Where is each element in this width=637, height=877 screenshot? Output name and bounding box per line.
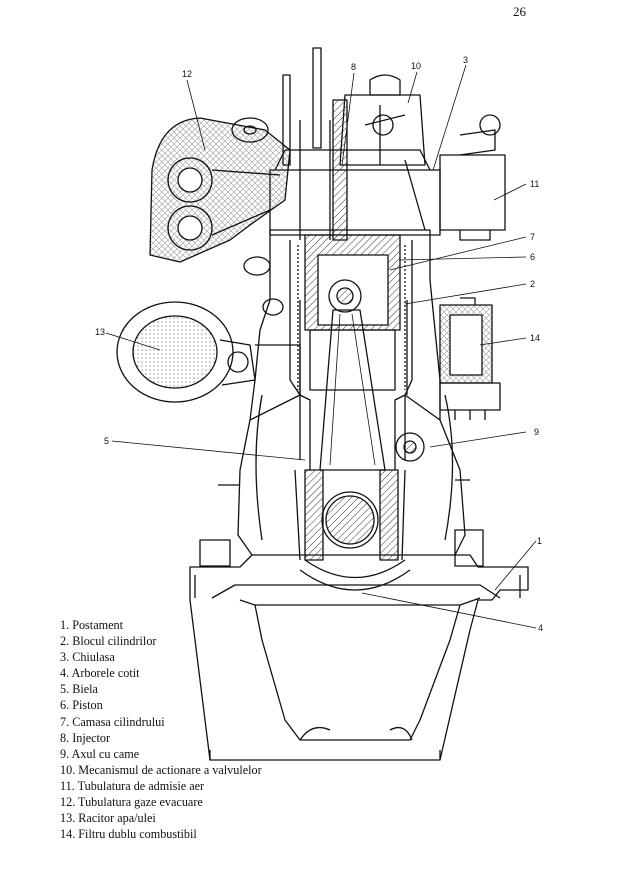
legend-item: 5. Biela [60, 682, 98, 697]
legend-item: 6. Piston [60, 698, 103, 713]
legend-item: 4. Arborele cotit [60, 666, 140, 681]
side-fittings [218, 256, 470, 486]
legend-item: 7. Camasa cilindrului [60, 714, 165, 729]
legend-item: 11. Tubulatura de admisie aer [60, 778, 205, 793]
callout-number: 12 [182, 69, 192, 79]
legend-item: 12. Tubulatura gaze evacuare [60, 795, 203, 810]
piston-liner-drawing [299, 234, 408, 395]
connecting-rod-drawing [319, 279, 386, 471]
legend-item: 2. Blocul cilindrilor [60, 634, 157, 649]
callout-number: 14 [530, 333, 540, 343]
page-number: 26 [513, 4, 526, 19]
legend-item: 9. Axul cu came [60, 746, 140, 761]
callout-number: 10 [411, 61, 421, 71]
callout-number: 13 [95, 327, 105, 337]
leader-lines [105, 64, 537, 629]
callout-number: 1 [537, 536, 542, 546]
callout-number: 3 [463, 55, 468, 65]
cylinder-head-drawing [269, 47, 441, 241]
exhaust-manifold-drawing [149, 117, 291, 263]
callout-number: 7 [530, 232, 535, 242]
legend-item: 3. Chiulasa [60, 650, 115, 665]
fuel-filter-drawing [439, 297, 501, 420]
callout-number: 2 [530, 279, 535, 289]
legend-item: 13. Racitor apa/ulei [60, 811, 156, 826]
intake-manifold-drawing [439, 114, 506, 241]
callout-number: 11 [530, 179, 539, 189]
crankshaft-drawing [294, 469, 411, 591]
legend-item: 10. Mecanismul de actionare a valvulelor [60, 762, 262, 777]
callout-number: 8 [351, 62, 356, 72]
callout-number: 9 [534, 427, 539, 437]
camshaft-drawing [395, 432, 425, 462]
callout-number: 5 [104, 436, 109, 446]
callout-number: 6 [530, 252, 535, 262]
legend-item: 8. Injector [60, 730, 111, 745]
callout-number: 4 [538, 623, 543, 633]
legend-item: 1. Postament [60, 618, 123, 632]
callout-labels: 12 8 10 3 11 7 6 2 14 13 5 9 1 4 [95, 55, 543, 633]
parts-legend: 1. Postament 2. Blocul cilindrilor 3. Ch… [60, 617, 262, 842]
legend-item: 14. Filtru dublu combustibil [60, 827, 197, 842]
oil-cooler-drawing [116, 301, 301, 403]
base-frame [189, 529, 529, 761]
